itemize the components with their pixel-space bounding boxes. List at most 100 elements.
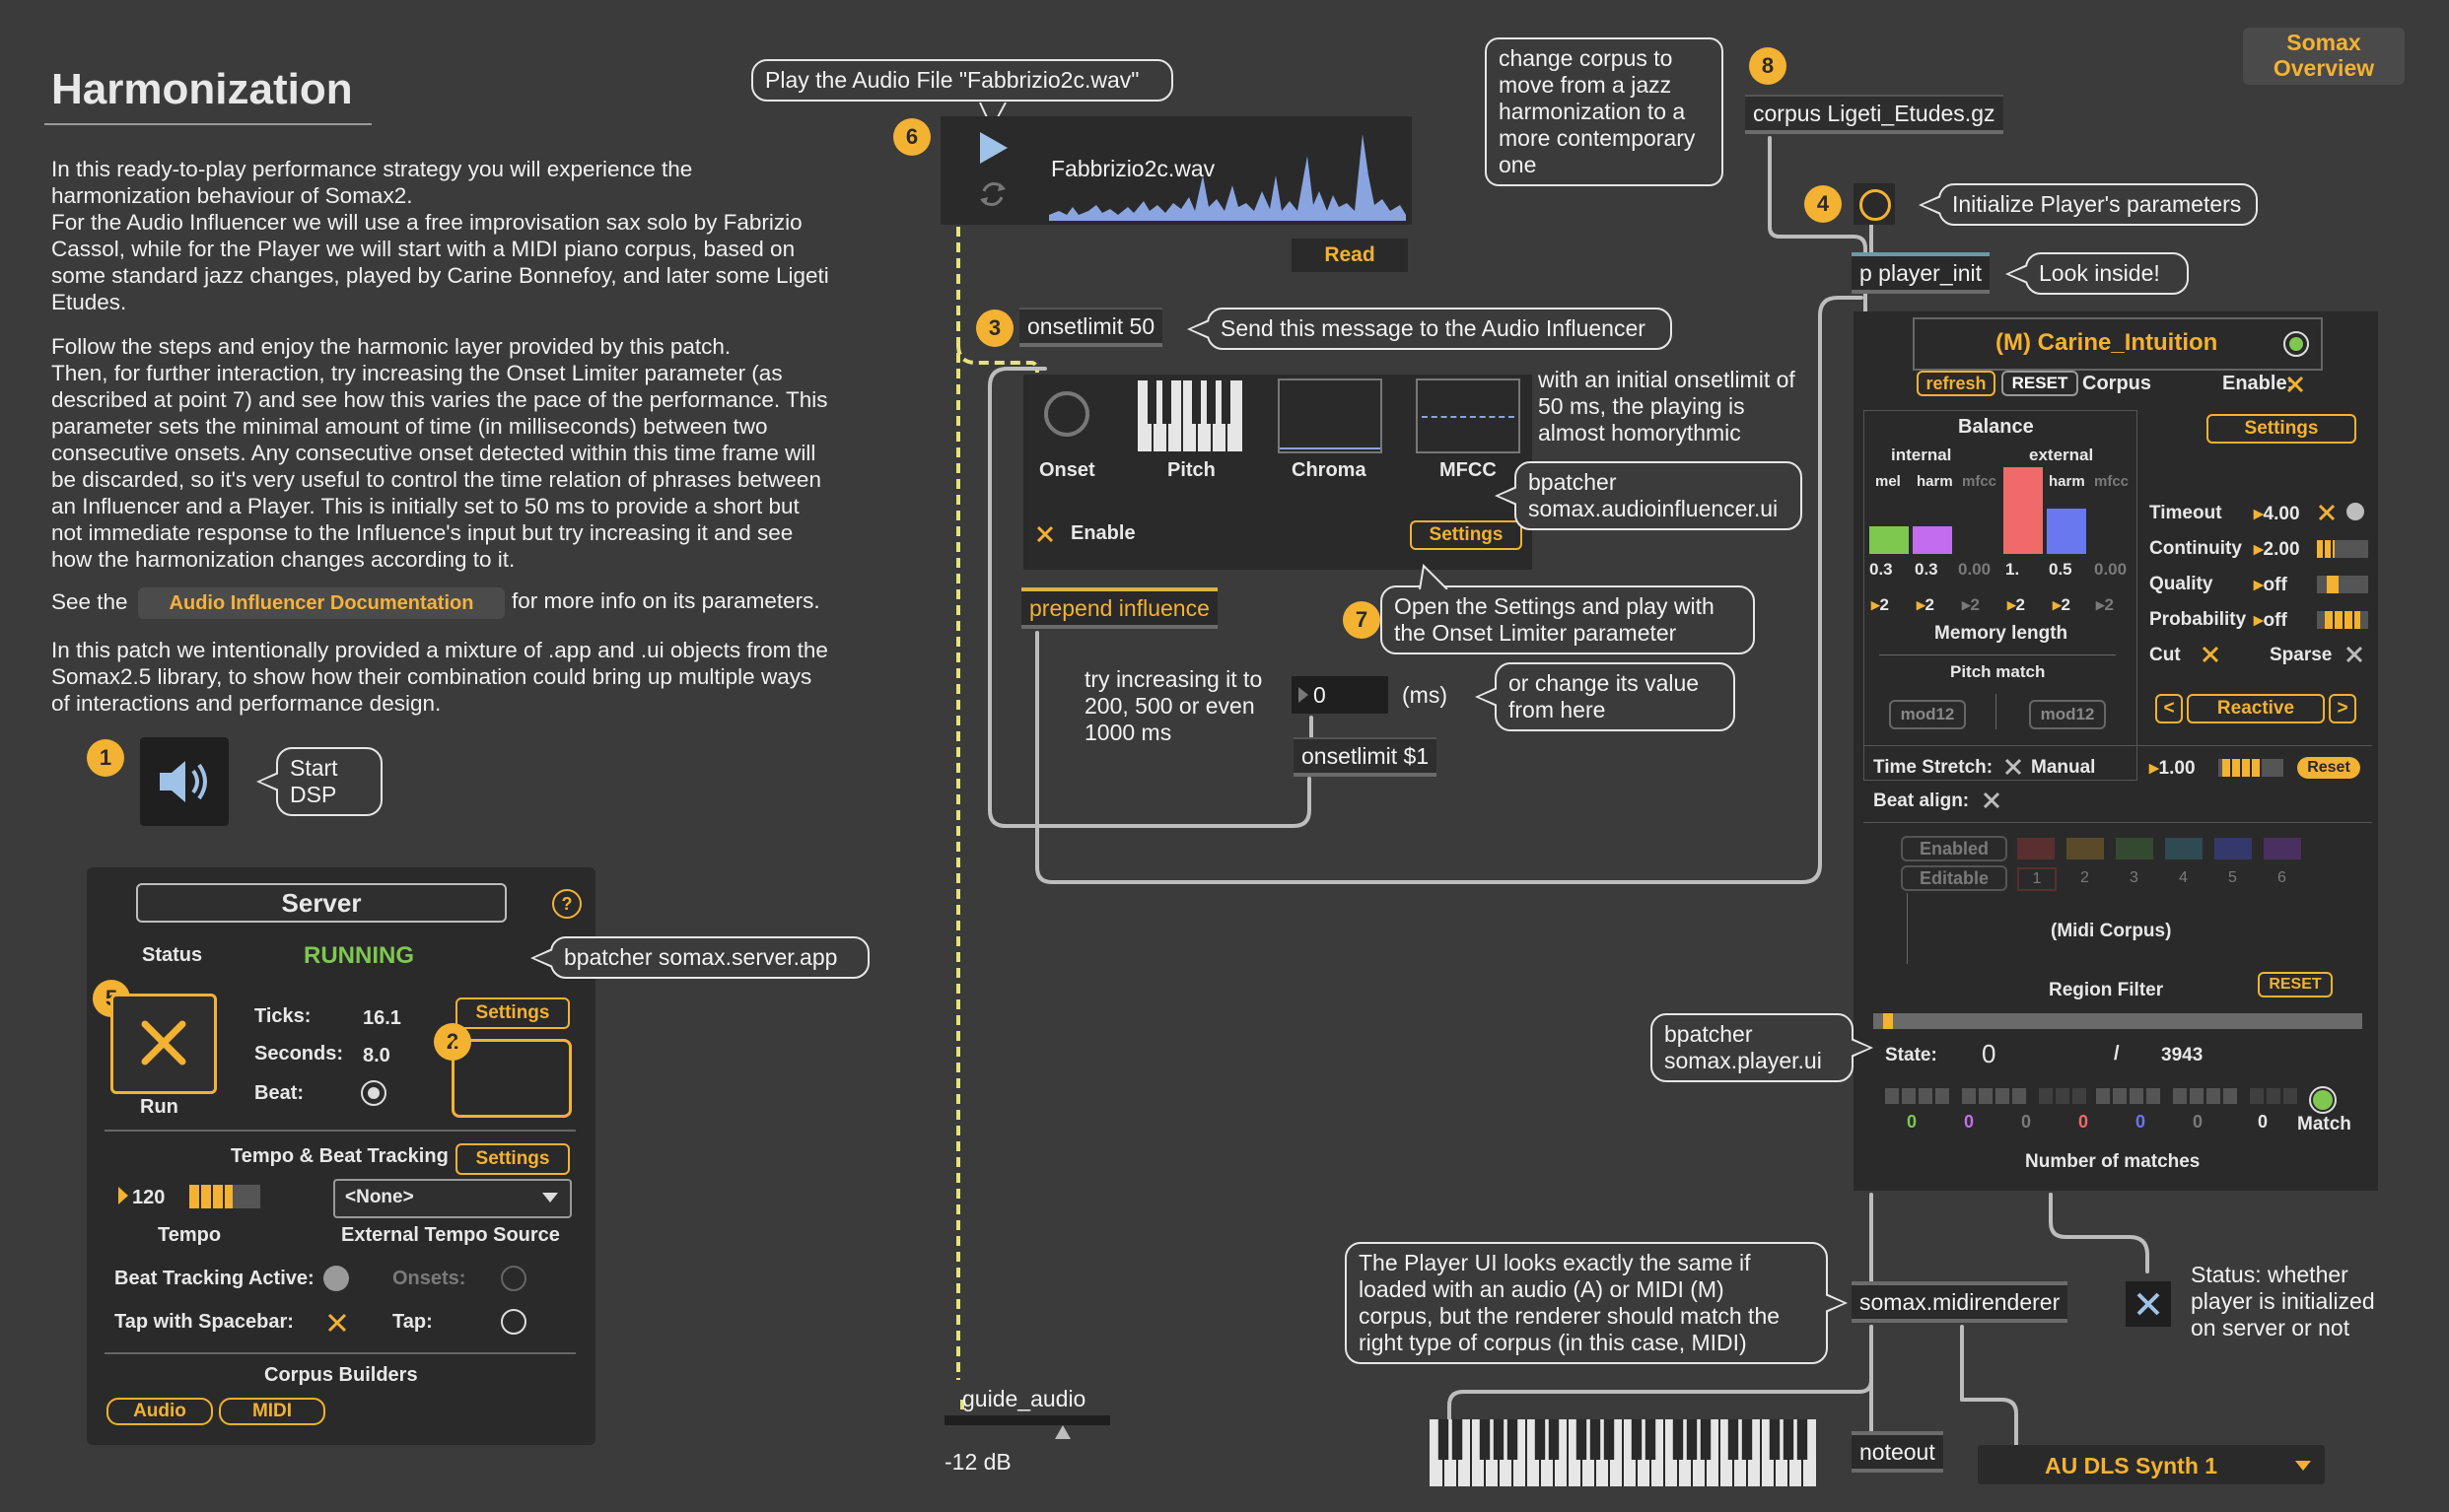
memory-value-6[interactable]: ▸2 <box>2096 595 2115 614</box>
play-icon[interactable] <box>976 130 1010 166</box>
player-ui-note-comment: The Player UI looks exactly the same if … <box>1345 1242 1848 1364</box>
keyboard-icon[interactable] <box>1430 1419 1816 1486</box>
memory-value-5[interactable]: ▸2 <box>2053 595 2071 614</box>
time-stretch-toggle[interactable] <box>2003 757 2023 777</box>
help-icon[interactable]: ? <box>552 889 582 919</box>
tap-spacebar-toggle[interactable] <box>325 1311 349 1335</box>
channel-4-enabled[interactable] <box>2165 838 2203 859</box>
beat-tracking-toggle[interactable] <box>323 1266 349 1291</box>
memory-value-3[interactable]: ▸2 <box>1962 595 1981 614</box>
balance-bar-harm-internal[interactable] <box>1913 526 1952 554</box>
mode-prev-button[interactable]: < <box>2155 694 2183 723</box>
sparse-toggle[interactable] <box>2344 645 2364 664</box>
player-init-subpatch[interactable]: p player_init <box>1852 252 1991 294</box>
timeout-toggle[interactable] <box>2317 503 2337 522</box>
run-toggle[interactable] <box>110 994 217 1094</box>
player-name-field[interactable]: (M) Carine_Intuition <box>1913 317 2323 371</box>
intro-paragraph-2: Follow the steps and enjoy the harmonic … <box>51 334 828 572</box>
step-1-badge: 1 <box>87 739 124 777</box>
balance-bar-mel-external[interactable] <box>2003 467 2043 554</box>
noteout-object[interactable]: noteout <box>1852 1431 1943 1473</box>
start-dsp-comment: Start DSP <box>256 747 383 816</box>
region-slider[interactable] <box>1873 1013 2362 1029</box>
channel-3-enabled[interactable] <box>2116 838 2153 859</box>
midirenderer-object[interactable]: somax.midirenderer <box>1852 1281 2068 1323</box>
dsp-toggle[interactable] <box>140 737 229 826</box>
balance-bar-mel-internal[interactable] <box>1869 526 1909 554</box>
loop-icon[interactable] <box>976 177 1010 211</box>
channel-1-editable[interactable]: 1 <box>2017 867 2057 891</box>
quality-value[interactable]: ▸off <box>2254 575 2287 595</box>
status-note-comment: Status: whether player is initialized on… <box>2191 1262 2375 1340</box>
channel-1-enabled[interactable] <box>2017 838 2055 859</box>
cut-toggle[interactable] <box>2201 645 2220 664</box>
tap-button[interactable] <box>501 1309 526 1335</box>
seconds-label: Seconds: <box>254 1043 344 1065</box>
balance-section <box>1863 410 2137 781</box>
match-meter-7 <box>2238 1088 2289 1104</box>
prepend-object[interactable]: prepend influence <box>1021 587 1218 629</box>
server-settings-button[interactable]: Settings <box>455 997 570 1029</box>
intro-paragraph-3: In this patch we intentionally provided … <box>51 638 828 716</box>
memory-value-1[interactable]: ▸2 <box>1871 595 1890 614</box>
probability-slider[interactable] <box>2317 611 2368 629</box>
corpus-reset-button[interactable]: RESET <box>2001 371 2078 396</box>
gain-slider[interactable] <box>945 1415 1110 1425</box>
channel-6-enabled[interactable] <box>2264 838 2301 859</box>
match-count-3: 0 <box>2021 1112 2032 1132</box>
tempo-slider[interactable] <box>189 1185 260 1208</box>
mod12-button-a[interactable]: mod12 <box>1889 700 1966 729</box>
timeout-value[interactable]: ▸4.00 <box>2254 504 2300 524</box>
player-enable-toggle[interactable] <box>2285 375 2305 394</box>
beat-align-toggle[interactable] <box>1982 790 2001 810</box>
enabled-button[interactable]: Enabled <box>1901 836 2007 861</box>
tempo-settings-button[interactable]: Settings <box>455 1143 570 1175</box>
mode-next-button[interactable]: > <box>2329 694 2356 723</box>
number-arrow-icon <box>1298 687 1308 703</box>
balance-bar-harm-external[interactable] <box>2047 509 2086 554</box>
probability-value[interactable]: ▸off <box>2254 610 2287 631</box>
init-bang-button[interactable] <box>1854 183 1895 225</box>
tempo-value[interactable]: 120 <box>132 1187 166 1208</box>
onsetlimit-number-box[interactable]: 0 <box>1292 676 1388 714</box>
continuity-value[interactable]: ▸2.00 <box>2254 539 2300 560</box>
status-value: RUNNING <box>304 942 414 969</box>
change-corpus-comment: change corpus to move from a jazz harmon… <box>1485 37 1723 186</box>
match-meter-4 <box>2096 1088 2163 1104</box>
continuity-slider[interactable] <box>2317 540 2368 558</box>
enable-toggle[interactable] <box>1035 524 1055 544</box>
read-button[interactable]: Read <box>1292 239 1408 272</box>
stretch-reset-button[interactable]: Reset <box>2297 757 2360 779</box>
tempo-label: Tempo <box>158 1224 222 1246</box>
onsetlimit-message[interactable]: onsetlimit 50 <box>1019 308 1163 347</box>
channel-2-enabled[interactable] <box>2066 838 2104 859</box>
audio-influencer-doc-button[interactable]: Audio Influencer Documentation <box>138 587 505 619</box>
onsetlimit-variable-message[interactable]: onsetlimit $1 <box>1294 737 1437 777</box>
stretch-value[interactable]: ▸1.00 <box>2149 758 2196 779</box>
col-mel-internal: mel <box>1875 473 1901 490</box>
influencer-enable-label: Enable <box>1071 522 1136 544</box>
somax-overview-button[interactable]: Somax Overview <box>2243 28 2405 85</box>
channel-5-enabled[interactable] <box>2214 838 2252 859</box>
gain-knob-icon[interactable] <box>1055 1425 1071 1439</box>
match-meter-1 <box>1885 1088 1952 1104</box>
stretch-slider[interactable] <box>2218 759 2283 777</box>
synth-dropdown[interactable]: AU DLS Synth 1 <box>1978 1445 2325 1484</box>
refresh-button[interactable]: refresh <box>1917 371 1995 396</box>
midi-builder-button[interactable]: MIDI <box>219 1398 325 1425</box>
player-settings-button[interactable]: Settings <box>2206 414 2356 444</box>
corpus-message[interactable]: corpus Ligeti_Etudes.gz <box>1745 95 2003 134</box>
mode-dropdown[interactable]: Reactive <box>2187 694 2325 723</box>
editable-button[interactable]: Editable <box>1901 865 2007 891</box>
quality-slider[interactable] <box>2317 576 2368 593</box>
status-toggle[interactable] <box>2126 1281 2171 1327</box>
mod12-button-b[interactable]: mod12 <box>2029 700 2106 729</box>
region-reset-button[interactable]: RESET <box>2258 972 2333 997</box>
memory-value-4[interactable]: ▸2 <box>2007 595 2026 614</box>
audio-builder-button[interactable]: Audio <box>106 1398 213 1425</box>
match-count-1: 0 <box>1907 1112 1918 1132</box>
external-tempo-dropdown[interactable]: <None> <box>333 1179 572 1218</box>
beat-tracking-label: Beat Tracking Active: <box>114 1268 315 1289</box>
memory-value-2[interactable]: ▸2 <box>1917 595 1935 614</box>
influencer-settings-button[interactable]: Settings <box>1410 520 1522 550</box>
